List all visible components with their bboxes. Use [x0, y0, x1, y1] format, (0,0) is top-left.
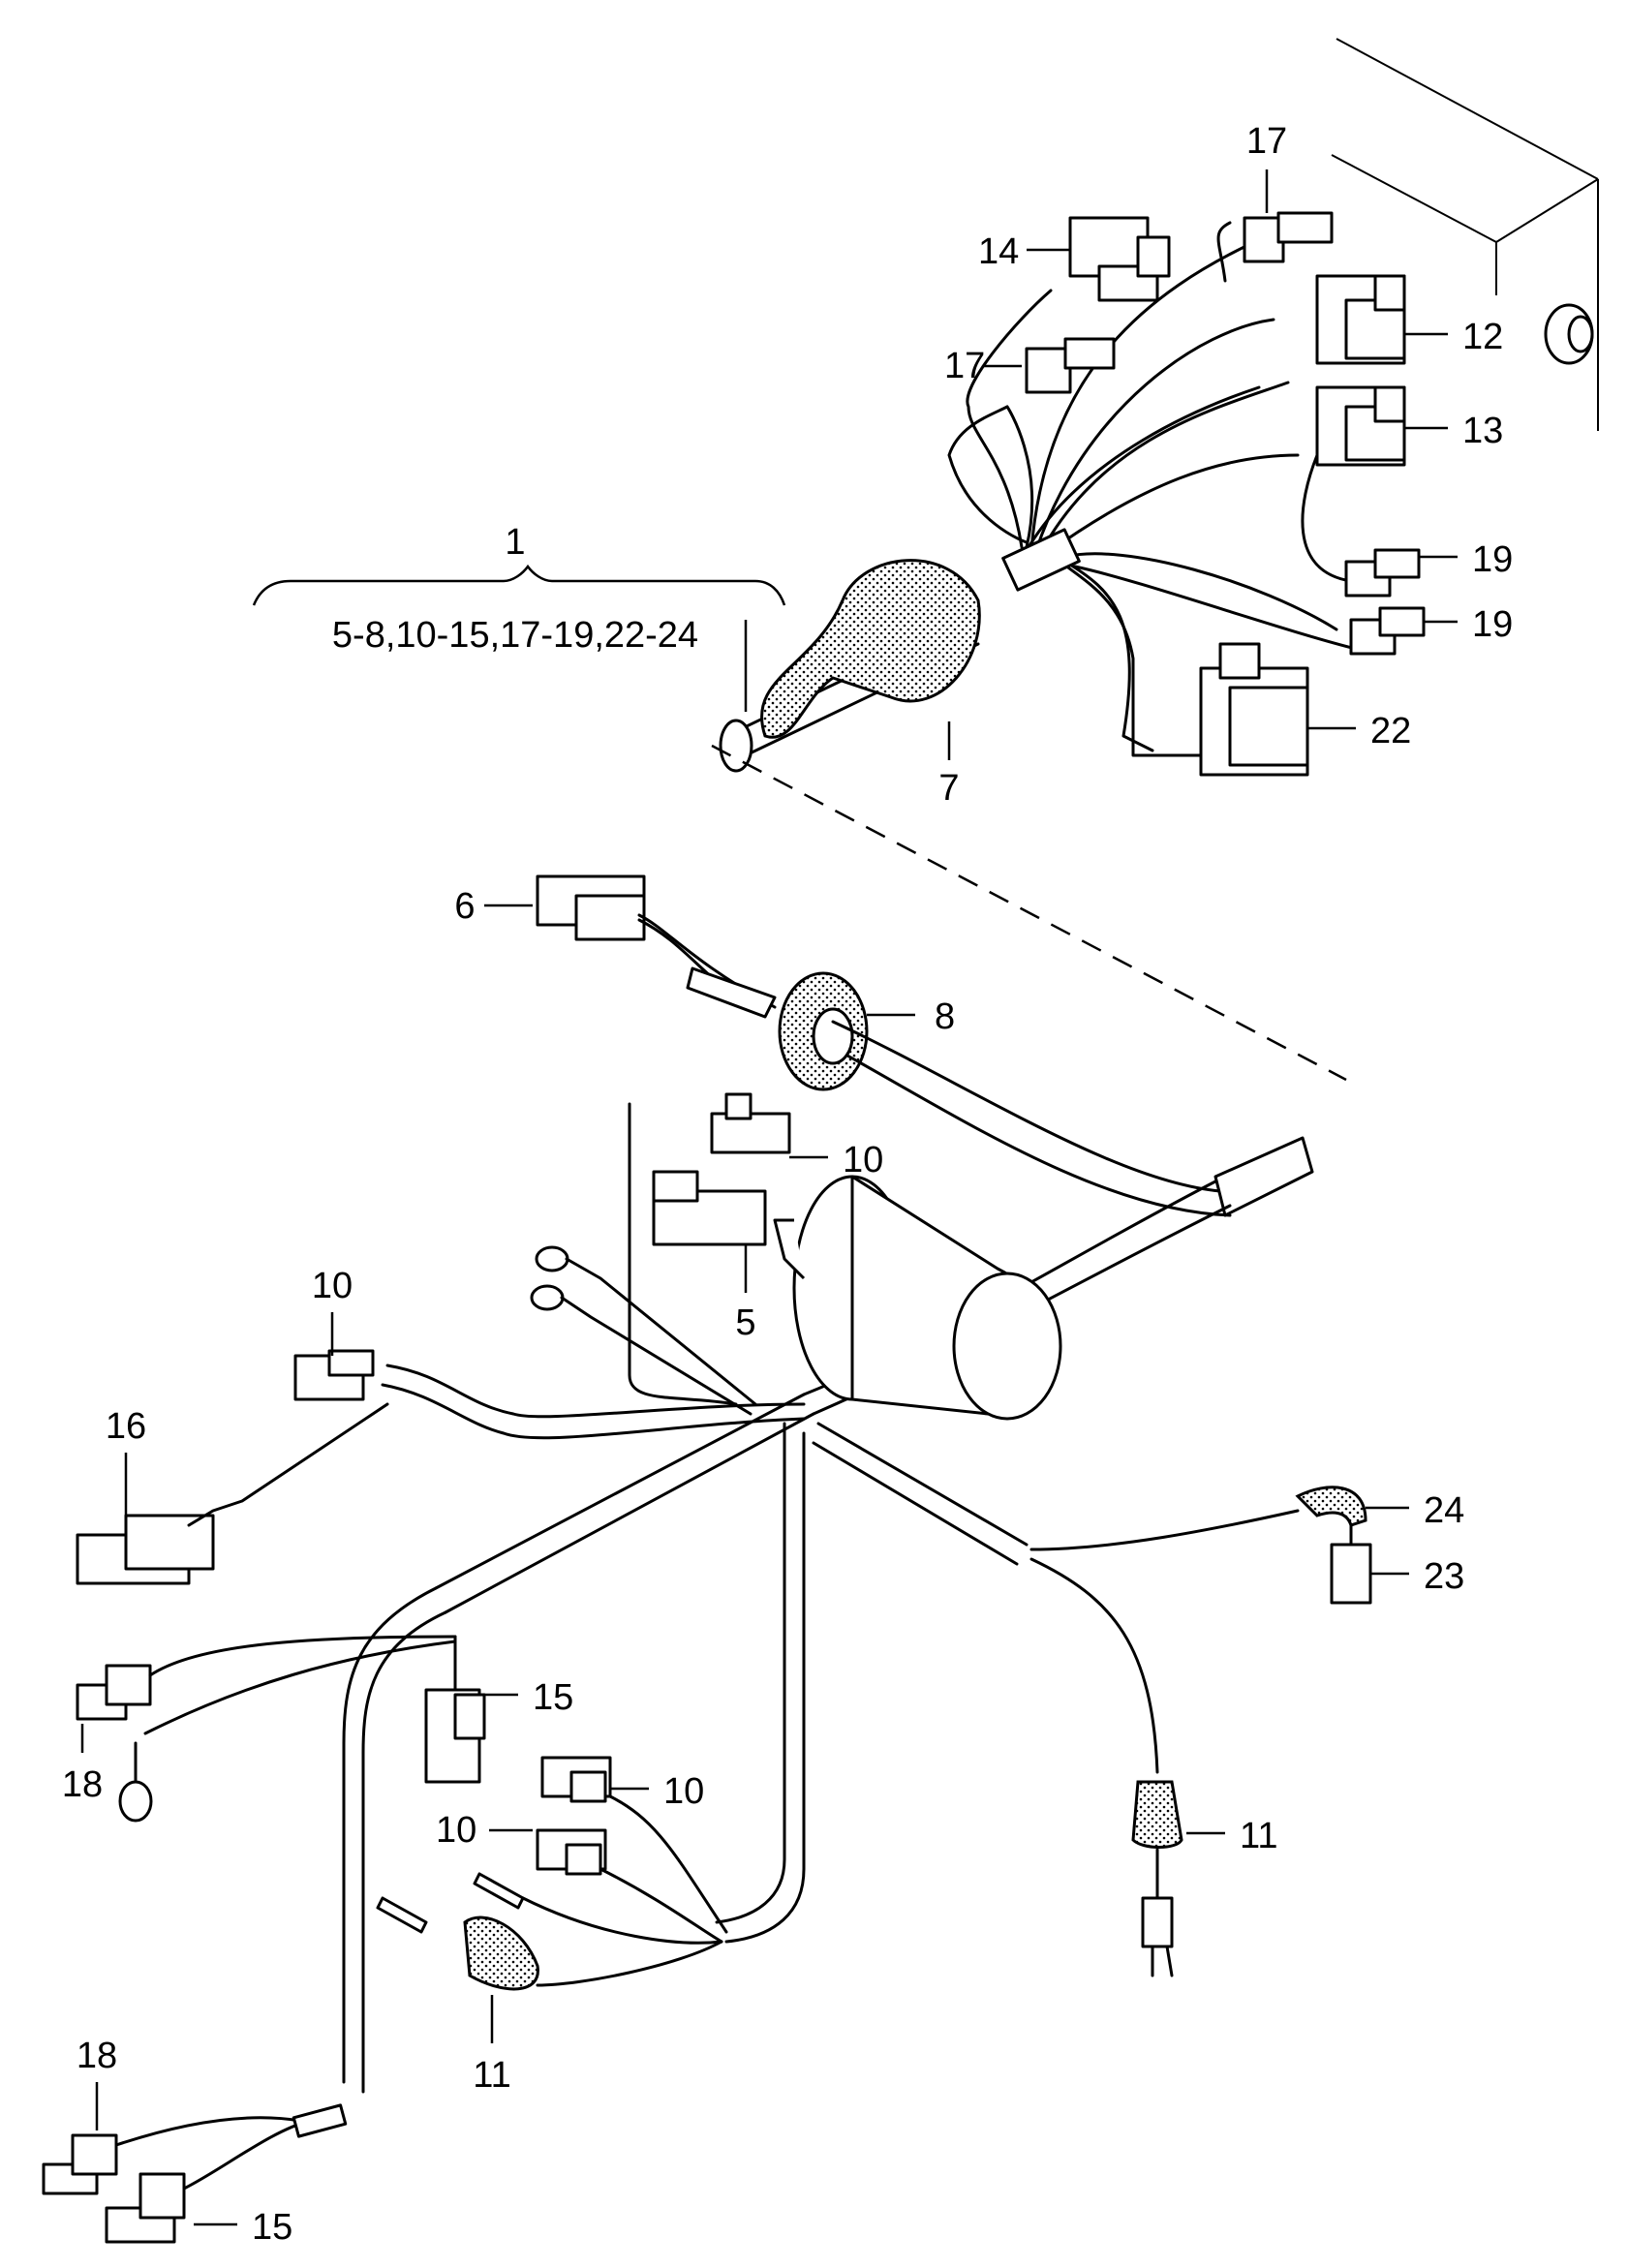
callout-label: 10 [436, 1810, 476, 1851]
cap-5 [628, 1102, 767, 1406]
callout-label: 19 [1472, 539, 1513, 580]
grommet-8 [637, 913, 869, 1091]
sleeve-11-lower [376, 1872, 723, 1991]
callout-label: 10 [843, 1140, 883, 1180]
connector-17-left [1025, 337, 1116, 394]
callout-5: 5 [735, 1244, 756, 1343]
connector-15-bottom [105, 2103, 348, 2244]
callout-19a: 19 [1419, 539, 1513, 580]
callout-11b: 11 [473, 1995, 511, 2096]
callout-label: 15 [533, 1677, 573, 1718]
callout-label: 1 [505, 522, 525, 563]
callout-label: 16 [106, 1406, 146, 1447]
callout-label: 17 [944, 346, 985, 386]
connector-19-lower [1349, 606, 1426, 656]
callout-label: 10 [312, 1266, 353, 1306]
callout-label: 7 [938, 768, 959, 809]
callout-label: 22 [1370, 711, 1411, 751]
connector-10-left [293, 1349, 375, 1401]
callout-label: 5 [735, 1303, 755, 1343]
connector-19-upper [1344, 548, 1421, 598]
connector-15-mid [424, 1635, 486, 1784]
connector-17-top [1243, 211, 1334, 263]
callout-17b: 17 [944, 346, 1022, 386]
callout-22: 22 [1307, 711, 1411, 751]
callout-10a: 10 [789, 1140, 883, 1180]
callout-15a: 15 [479, 1677, 573, 1718]
connector-10-lower-a [540, 1756, 728, 1934]
callout-15b: 15 [194, 2207, 292, 2248]
relay-block-12 [1315, 274, 1406, 365]
callout-label: 24 [1424, 1490, 1464, 1531]
callout-19b: 19 [1424, 604, 1513, 645]
connector-16 [76, 1402, 389, 1585]
callout-label: 6 [454, 886, 475, 927]
callout-label: 11 [473, 2055, 510, 2096]
callout-18a: 18 [62, 1724, 103, 1805]
callout-label: 17 [1246, 121, 1287, 162]
callout-17a: 17 [1246, 121, 1287, 213]
callout-label: 19 [1472, 604, 1513, 645]
connector-18-bottom [42, 2116, 302, 2195]
callout-1: 1 5-8,10-15,17-19,22-24 [252, 522, 786, 712]
connector-6 [536, 874, 646, 941]
connector-10-lower-b [536, 1828, 723, 1944]
callout-label: 18 [77, 2036, 117, 2076]
callout-7: 7 [938, 721, 960, 809]
pump-motor [773, 1175, 1062, 1421]
callout-label: 13 [1462, 411, 1503, 451]
callout-16: 16 [106, 1406, 146, 1516]
connector-14 [1068, 216, 1171, 302]
connector-18-mid [76, 1635, 457, 1823]
callout-10b: 10 [312, 1266, 353, 1356]
callout-range-label: 5-8,10-15,17-19,22-24 [332, 615, 698, 656]
relay-block-13 [1315, 385, 1406, 467]
connector-10-top [710, 1092, 791, 1154]
dashed-separator [711, 744, 1347, 1082]
body-panel-outline [1331, 38, 1599, 431]
callout-10d: 10 [436, 1810, 533, 1851]
callout-10c: 10 [610, 1771, 704, 1812]
callout-label: 18 [62, 1764, 103, 1805]
right-branch [1029, 1486, 1372, 1977]
callout-11a: 11 [1186, 1816, 1277, 1856]
grommet-7 [719, 528, 1081, 773]
callout-13: 13 [1404, 411, 1503, 451]
callout-label: 8 [935, 996, 955, 1037]
callout-label: 15 [252, 2207, 292, 2248]
ring-terminals [530, 1245, 757, 1416]
callout-label: 11 [1240, 1816, 1277, 1856]
callout-label: 12 [1462, 317, 1503, 357]
callout-18b: 18 [77, 2036, 117, 2130]
callout-23: 23 [1370, 1556, 1464, 1597]
callout-12: 12 [1404, 317, 1503, 357]
connector-22 [1199, 642, 1309, 777]
callout-14: 14 [978, 231, 1070, 272]
callout-6: 6 [454, 886, 533, 927]
callout-24: 24 [1366, 1490, 1464, 1531]
callout-label: 14 [978, 231, 1019, 272]
callout-label: 23 [1424, 1556, 1464, 1597]
callout-8: 8 [867, 996, 955, 1037]
callout-label: 10 [663, 1771, 704, 1812]
